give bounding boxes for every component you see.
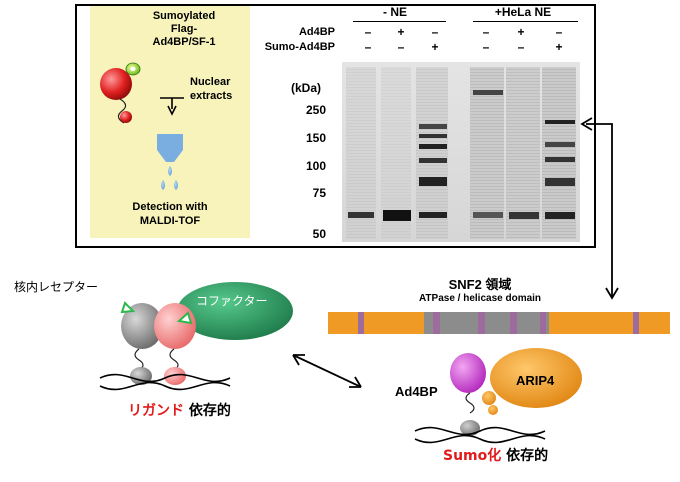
marker-75: 75 [312,186,326,200]
sign-r1-c6: – [555,25,563,39]
top-figure-frame [75,4,596,248]
ad4bp-label: Ad4BP [395,384,438,399]
group-underline-2 [473,21,578,22]
sumoylation-highlight: Sumo化 [443,448,502,464]
detection-label: Detection with MALDI-TOF [132,201,208,227]
sign-r2-c6: + [555,40,563,54]
snf2-title: SNF2 領域 [448,277,512,292]
sumo-protein-icon [100,62,141,124]
row-label-sumo-ad4bp: Sumo-Ad4BP [264,41,335,53]
gel-group-plus-hela-ne: +HeLa NE [494,5,552,19]
gel-image [342,62,580,242]
sign-r2-c5: – [517,40,525,54]
cofactor-shape [177,282,293,340]
sign-r2-c2: – [397,40,405,54]
process-arrow-icon [160,97,184,116]
sign-r1-c1: – [364,25,372,39]
mass-spec-icon [157,134,183,190]
marker-50: 50 [312,227,326,241]
marker-150: 150 [305,131,326,145]
row-label-ad4bp: Ad4BP [298,26,335,38]
group-underline-1 [353,21,446,22]
gel-group-minus-ne: - NE [383,5,407,19]
arip4-label: ARIP4 [516,373,555,388]
gel-to-domain-arrow [580,117,619,300]
sumoylation-dependent-suffix: 依存的 [506,448,549,464]
sign-r2-c1: – [364,40,372,54]
marker-100: 100 [305,159,326,173]
sign-r1-c4: – [482,25,490,39]
assay-illustration [100,62,184,190]
sumoylation-dependent-label: Sumo化 依存的 [443,445,548,465]
ligand-dependent-suffix: 依存的 [188,403,231,419]
comparison-arrow [292,354,362,388]
sign-r1-c3: – [431,25,439,39]
arip4-complex [414,348,582,444]
sign-r1-c2: + [397,25,405,39]
ligand-highlight: リガンド [128,403,184,419]
marker-250: 250 [305,103,326,117]
ligand-dependent-label: リガンド 依存的 [128,400,231,420]
sumoylated-protein-label: Sumoylated Flag- Ad4BP/SF-1 [152,10,216,48]
snf2-domain-bar [328,312,670,334]
nuclear-receptor-label: 核内レセプター [14,280,99,294]
cofactor-label: コファクター [196,294,268,308]
kda-unit-label: (kDa) [291,81,322,95]
sign-r2-c4: – [482,40,490,54]
snf2-subtitle: ATPase / helicase domain [418,293,542,304]
sign-r1-c5: + [517,25,525,39]
sign-r2-c3: + [431,40,439,54]
nuclear-extracts-label: Nuclear extracts [190,76,233,102]
assay-panel [90,6,250,238]
receptor-complex [99,282,293,391]
